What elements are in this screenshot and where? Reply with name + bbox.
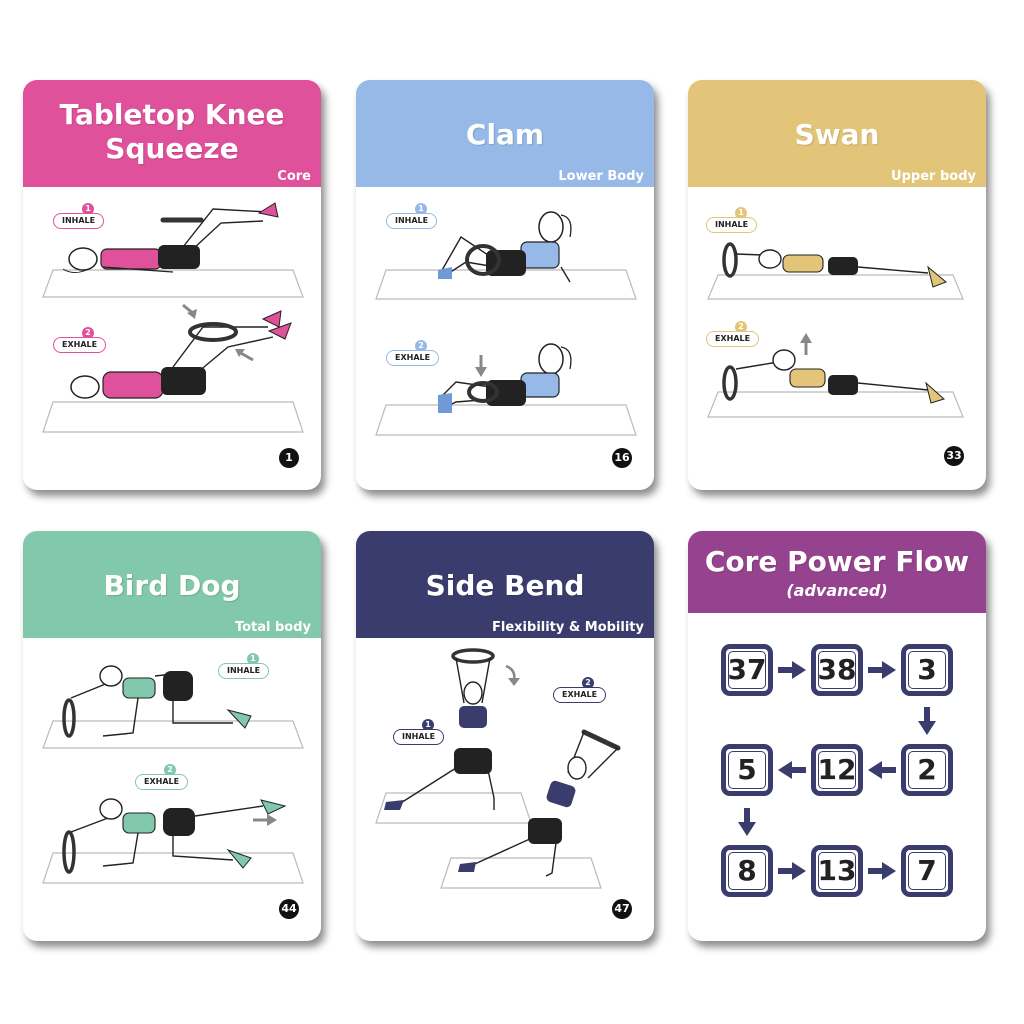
step-pill: INHALE [393,729,445,745]
exercise-illustration [375,211,637,436]
flow-step-number: 5 [737,753,757,786]
step-2-label: 2 EXHALE [135,764,205,790]
arrow-right-icon [778,661,806,679]
arrow-right-icon [868,661,896,679]
flow-title: Core Power Flow [704,545,970,578]
flow-step[interactable]: 38 [811,644,863,696]
step-pill: EXHALE [386,350,440,366]
step-1-label: 1 INHALE [393,719,463,745]
flow-subtitle: (advanced) [786,581,888,600]
flow-step-number: 7 [917,854,937,887]
step-2-label: 2 EXHALE [553,677,623,703]
exercise-card-side-bend[interactable]: Side Bend Flexibility & Mobility 1 INHAL… [356,531,654,941]
exercise-card-clam[interactable]: Clam Lower Body 1 INHALE 2 EXHALE 16 [356,80,654,490]
flow-step-number: 12 [817,753,857,786]
card-header: Tabletop Knee Squeeze Core [23,80,321,187]
step-pill: INHALE [53,213,105,229]
step-1-label: 1 INHALE [386,203,456,229]
step-1-label: 1 INHALE [53,203,123,229]
card-title-line2: Squeeze [105,132,239,165]
flow-step[interactable]: 2 [901,744,953,796]
flow-step-number: 8 [737,854,757,887]
flow-step-number: 2 [917,753,937,786]
step-dot: 2 [735,321,747,333]
card-title: Tabletop Knee Squeeze [23,98,321,166]
step-2-label: 2 EXHALE [706,321,776,347]
step-pill: INHALE [706,217,758,233]
step-2-label: 2 EXHALE [386,340,456,366]
flow-card-core-power-flow[interactable]: Core Power Flow (advanced) 37 38 3 2 12 … [688,531,986,941]
flow-step[interactable]: 8 [721,845,773,897]
flow-step-number: 13 [817,854,857,887]
step-pill: INHALE [218,663,270,679]
flow-step[interactable]: 5 [721,744,773,796]
step-pill: EXHALE [553,687,607,703]
card-category: Flexibility & Mobility [492,620,644,635]
exercise-illustration [707,242,964,418]
card-category: Upper body [891,169,976,184]
flow-step[interactable]: 7 [901,845,953,897]
card-number: 33 [944,446,964,466]
card-header: Clam Lower Body [356,80,654,187]
step-dot: 2 [415,340,427,352]
step-pill: EXHALE [53,337,107,353]
card-category: Lower Body [558,169,644,184]
arrow-down-icon [918,707,936,735]
arrow-left-icon [778,761,806,779]
card-header: Bird Dog Total body [23,531,321,638]
card-number: 1 [279,448,299,468]
card-title: Side Bend [425,569,585,602]
card-title: Bird Dog [103,569,241,602]
card-title: Clam [465,118,545,151]
exercise-card-swan[interactable]: Swan Upper body 1 INHALE 2 EXHALE 33 [688,80,986,490]
exercise-illustration [42,202,304,433]
card-title-line1: Tabletop Knee [59,98,285,131]
step-1-label: 1 INHALE [706,207,776,233]
card-header: Swan Upper body [688,80,986,187]
card-category: Total body [234,620,311,635]
step-dot: 1 [415,203,427,215]
step-dot: 1 [422,719,434,731]
flow-step[interactable]: 12 [811,744,863,796]
step-pill: INHALE [386,213,438,229]
step-dot: 2 [582,677,594,689]
step-dot: 2 [82,327,94,339]
arrow-right-icon [778,862,806,880]
card-header: Side Bend Flexibility & Mobility [356,531,654,638]
step-1-label: 1 INHALE [218,653,288,679]
card-number: 44 [279,899,299,919]
step-dot: 1 [247,653,259,665]
card-number: 47 [612,899,632,919]
card-number: 16 [612,448,632,468]
step-pill: EXHALE [706,331,760,347]
flow-step[interactable]: 3 [901,644,953,696]
flow-step[interactable]: 37 [721,644,773,696]
exercise-illustration [375,648,621,889]
flow-step-number: 37 [727,653,767,686]
card-category: Core [277,169,311,184]
arrow-left-icon [868,761,896,779]
flow-step[interactable]: 13 [811,845,863,897]
step-dot: 1 [82,203,94,215]
step-dot: 1 [735,207,747,219]
step-dot: 2 [164,764,176,776]
exercise-card-bird-dog[interactable]: Bird Dog Total body 1 INHALE 2 EXHALE 44 [23,531,321,941]
step-pill: EXHALE [135,774,189,790]
card-header: Core Power Flow (advanced) [688,531,986,613]
card-title: Swan [794,118,880,151]
flow-step-number: 3 [917,653,937,686]
exercise-card-tabletop-knee-squeeze[interactable]: Tabletop Knee Squeeze Core 1 INHALE 2 EX… [23,80,321,490]
step-2-label: 2 EXHALE [53,327,123,353]
arrow-down-icon [738,808,756,836]
exercise-illustration [42,665,304,884]
arrow-right-icon [868,862,896,880]
flow-step-number: 38 [817,653,857,686]
